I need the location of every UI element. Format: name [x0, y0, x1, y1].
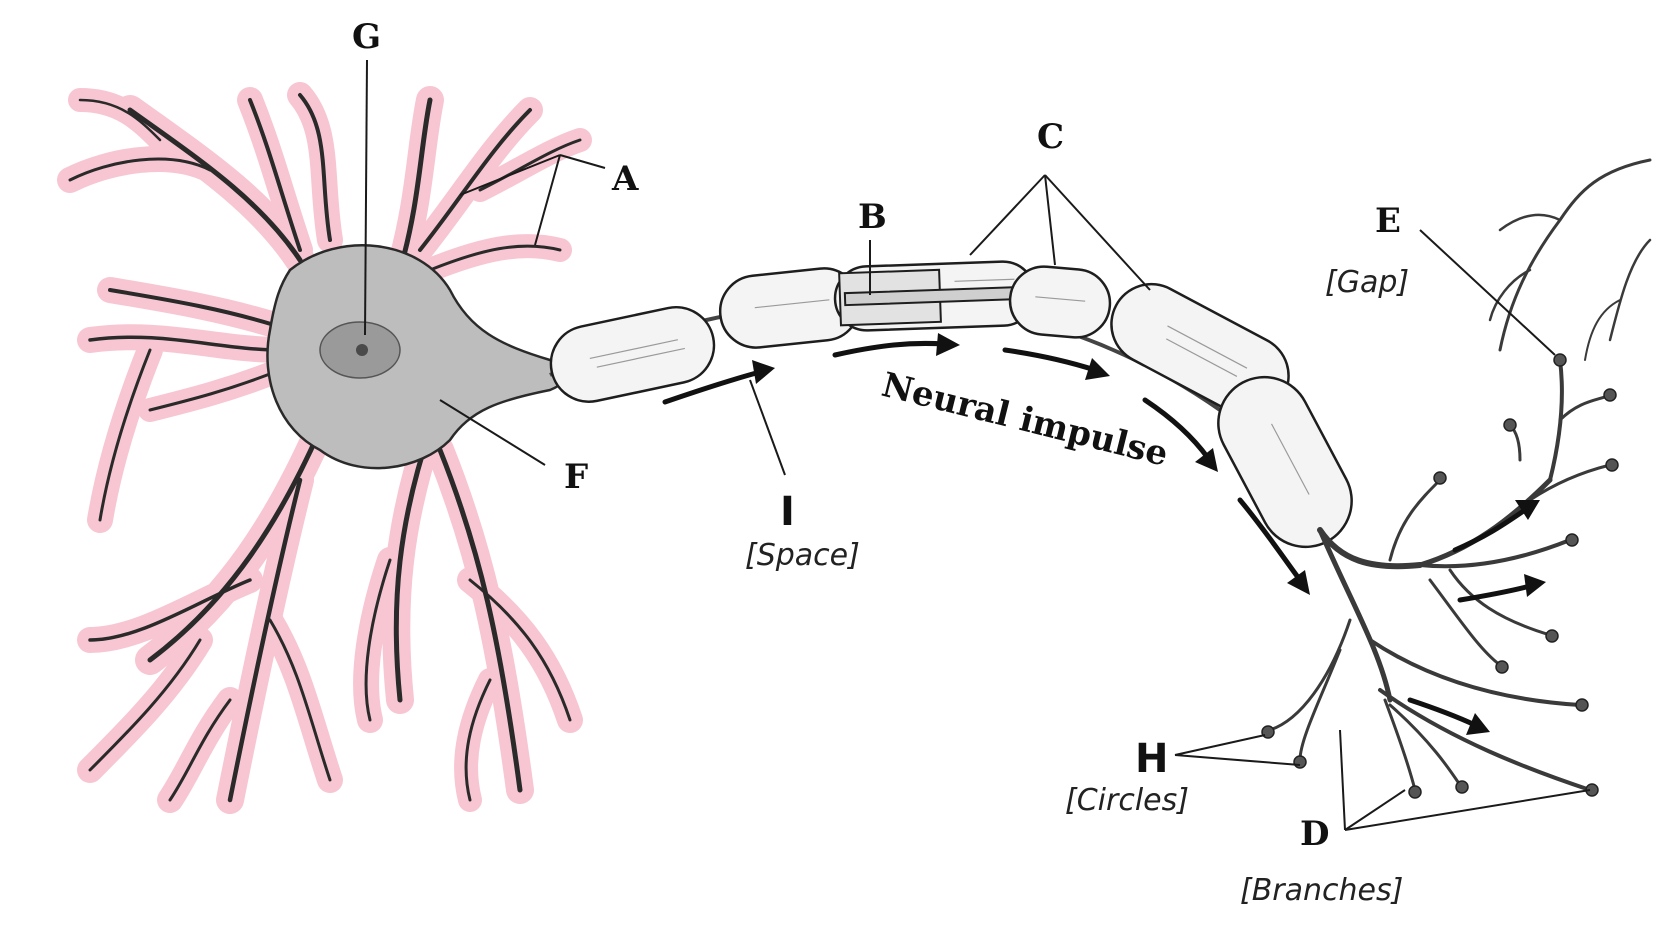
- note-circles: [Circles]: [1065, 783, 1189, 818]
- impulse-arrowhead: [752, 360, 775, 384]
- impulse-arrowhead: [1515, 500, 1540, 520]
- leader-line-A: [559, 154, 606, 169]
- impulse-arrow: [1407, 697, 1478, 728]
- leader-line-C: [1044, 174, 1056, 266]
- terminal-knob: [1603, 388, 1617, 402]
- leader-line-I: [749, 379, 786, 476]
- impulse-arrow: [1142, 397, 1211, 461]
- myelin-segment-3: [1008, 265, 1112, 339]
- leader-line-H: [1174, 754, 1301, 766]
- terminal-knob: [1408, 785, 1422, 799]
- leader-line-F: [439, 399, 546, 466]
- label-E: E: [1375, 201, 1401, 241]
- label-A: A: [611, 159, 639, 199]
- impulse-arrowhead: [1287, 570, 1310, 595]
- impulse-arrow: [1457, 583, 1533, 603]
- impulse-arrowhead: [1524, 574, 1546, 597]
- leader-line-E: [1419, 229, 1556, 356]
- leader-line-A: [534, 154, 561, 246]
- label-D: D: [1300, 814, 1329, 854]
- terminal-knob: [1565, 533, 1579, 547]
- impulse-arrowhead: [1466, 713, 1490, 735]
- label-C: C: [1037, 117, 1064, 157]
- leader-line-D: [1339, 729, 1346, 831]
- impulse-arrowhead: [1195, 448, 1218, 472]
- cell-body: [266, 244, 569, 470]
- label-B: B: [858, 197, 887, 237]
- impulse-arrows: [662, 333, 1546, 735]
- terminal-knob: [1553, 353, 1567, 367]
- leader-line-C: [1044, 174, 1151, 291]
- terminal-knob: [1433, 471, 1447, 485]
- impulse-arrow: [1237, 497, 1303, 583]
- myelin-segment-cutaway: [833, 260, 1037, 332]
- note-branches: [Branches]: [1240, 873, 1403, 908]
- note-space: [Space]: [745, 538, 860, 573]
- label-F: F: [564, 457, 588, 497]
- terminal-knob: [1495, 660, 1509, 674]
- impulse-arrowhead: [1085, 358, 1110, 380]
- terminal-knob: [1605, 458, 1619, 472]
- dendrites-ink: [68, 93, 582, 803]
- impulse-label: Neural impulse: [878, 365, 1172, 475]
- label-H: H: [1135, 736, 1168, 782]
- leader-line-C: [969, 174, 1046, 256]
- impulse-arrow: [832, 340, 948, 358]
- terminal-knob: [1455, 780, 1469, 794]
- impulse-arrow: [1452, 507, 1528, 553]
- adjacent-neuron-dendrites: [1488, 158, 1652, 361]
- leader-line-G: [364, 59, 368, 336]
- axon: [549, 260, 1353, 549]
- leader-line-H: [1174, 734, 1266, 756]
- terminal-knob: [1575, 698, 1589, 712]
- label-I: I: [780, 489, 795, 535]
- leader-line-D: [1344, 789, 1406, 831]
- leader-line-A: [459, 154, 561, 196]
- leader-line-D: [1344, 789, 1591, 831]
- impulse-arrow: [1002, 347, 1098, 373]
- terminal-knob: [1293, 755, 1307, 769]
- label-G: G: [352, 17, 381, 57]
- impulse-arrow: [662, 369, 763, 405]
- terminal-knob: [1545, 629, 1559, 643]
- impulse-arrowhead: [936, 333, 960, 356]
- note-gap: [Gap]: [1325, 265, 1409, 300]
- myelin-segment-1: [549, 305, 716, 403]
- terminal-knob: [1503, 418, 1517, 432]
- leader-lines: [364, 59, 1591, 831]
